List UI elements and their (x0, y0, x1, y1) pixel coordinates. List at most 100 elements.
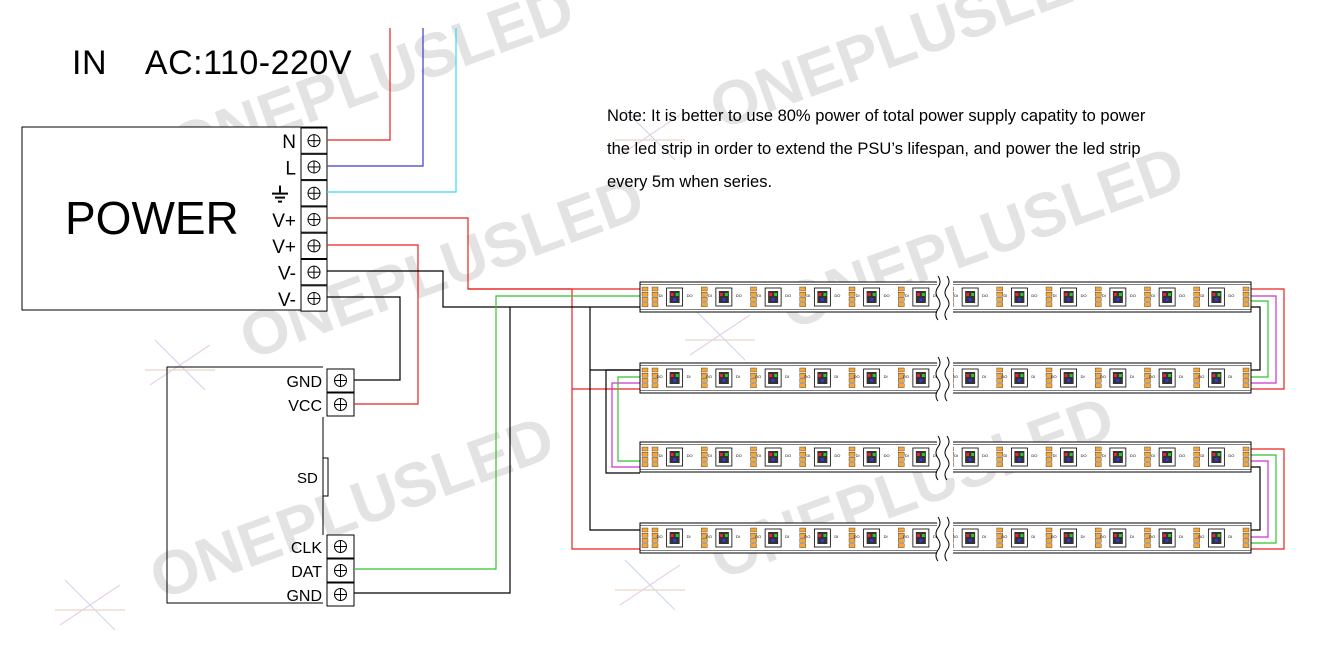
chip-pin-label: DO (804, 374, 810, 379)
chip-pin-label: DI (954, 293, 958, 298)
sd-card-slot (322, 457, 329, 497)
chip-pin-label: DI (1081, 374, 1085, 379)
chip-pin-label: DO (903, 374, 909, 379)
chip-pin-label: DI (736, 534, 740, 539)
chip-pin-label: DO (1001, 534, 1007, 539)
chip-pin-label: DI (1102, 453, 1106, 458)
chip-pin-label: DI (1179, 374, 1183, 379)
screw-icon (307, 186, 321, 200)
chip-pin-label: DI (659, 453, 663, 458)
wire-data (354, 295, 640, 570)
controller-terminal-label: GND (286, 588, 322, 605)
solder-pad (641, 533, 649, 538)
solder-pad (1242, 383, 1250, 388)
chip-pin-label: DI (905, 453, 909, 458)
chip-pin-label: DI (1130, 374, 1134, 379)
chip-pin-label: DI (1053, 293, 1057, 298)
chip-pin-label: DO (1149, 534, 1155, 539)
chip-pin-label: DO (785, 293, 791, 298)
chip-pin-label: DO (736, 293, 742, 298)
solder-pad (1242, 373, 1250, 378)
watermark-logo-icon (55, 579, 125, 631)
screw-icon (307, 239, 321, 253)
wire-loop-r2-vcc (1251, 448, 1285, 550)
chip-pin-label: DO (854, 534, 860, 539)
chip-pin-label: DO (1100, 534, 1106, 539)
solder-pad (641, 367, 649, 373)
chip-pin-label: DO (1198, 374, 1204, 379)
chip-pin-label: DI (736, 374, 740, 379)
chip-pin-label: DO (1179, 453, 1185, 458)
chip-pin-label: DI (785, 534, 789, 539)
wire-ac-ground (327, 28, 457, 193)
chip-pin-label: DO (1031, 293, 1037, 298)
wire-loop-r1-gnd (1251, 306, 1261, 371)
solder-pad (641, 378, 649, 383)
chip-pin-label: DI (1053, 453, 1057, 458)
chip-pin-label: DI (1102, 293, 1106, 298)
chip-pin-label: DI (1151, 293, 1155, 298)
chip-pin-label: DI (1003, 453, 1007, 458)
chip-pin-label: DO (903, 534, 909, 539)
solder-pad (1242, 533, 1250, 538)
chip-pin-label: DI (1151, 453, 1155, 458)
psu-terminal-block: NLV+V+V-V- (272, 127, 328, 312)
solder-pad (641, 373, 649, 378)
screw-icon (334, 398, 347, 411)
wire-loop-l-dat (617, 376, 640, 462)
chip-pin-label: DI (708, 293, 712, 298)
led-chip: DI DO (1144, 446, 1185, 467)
solder-pad (1242, 367, 1250, 373)
watermark-logo-icon (685, 309, 755, 361)
screw-icon (307, 291, 321, 305)
wire-loop-l-gnd (605, 369, 640, 474)
solder-pad (641, 527, 649, 533)
wire-loop-r1-vcc (1251, 288, 1285, 390)
chip-pin-label: DI (687, 534, 691, 539)
controller-terminal-label: VCC (288, 398, 322, 415)
ac-input-label: IN AC:110-220V (72, 44, 353, 82)
watermark-text: ONEPLUSLED (701, 383, 1123, 593)
solder-pad (641, 292, 649, 297)
chip-pin-label: DI (1228, 374, 1232, 379)
chip-pin-label: DI (954, 453, 958, 458)
solder-pad (1242, 452, 1250, 457)
chip-pin-label: DI (933, 534, 937, 539)
solder-pad (641, 383, 649, 388)
psu-terminal (300, 153, 328, 181)
wire-vminus-controller (327, 296, 401, 381)
screw-icon (334, 564, 347, 577)
solder-pad (1242, 462, 1250, 467)
controller-terminal-label: DAT (291, 564, 322, 581)
psu-terminal (300, 180, 328, 207)
psu-terminal-label: L (285, 158, 296, 179)
chip-pin-label: DI (982, 534, 986, 539)
psu-terminal (300, 259, 328, 286)
chip-pin-label: DO (1081, 453, 1087, 458)
screw-icon (307, 265, 321, 279)
chip-pin-label: DI (687, 374, 691, 379)
solder-pad (1242, 302, 1250, 307)
solder-pad (641, 286, 649, 292)
wire-vplus-left-bus (468, 288, 640, 550)
chip-pin-label: DI (785, 374, 789, 379)
note-line-2: the led strip in order to extend the PSU… (607, 140, 1141, 158)
controller-terminal-label: GND (286, 374, 322, 391)
led-chip: DO DI (898, 527, 937, 548)
solder-pad (641, 543, 649, 548)
